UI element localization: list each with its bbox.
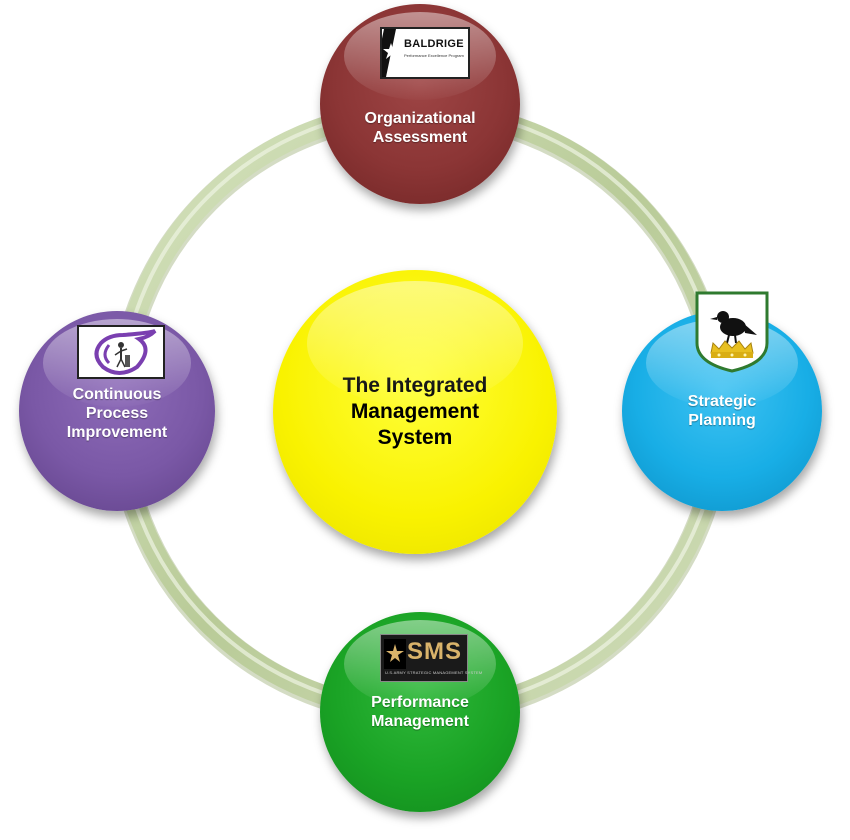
crest-logo xyxy=(695,291,769,373)
improvement-label: Continuous Process Improvement xyxy=(66,385,168,441)
sms-logo-subtext: U.S.ARMY STRATEGIC MANAGEMENT SYSTEM xyxy=(385,670,483,675)
worker-figure-icon xyxy=(114,342,130,368)
performance-label: Performance Management xyxy=(371,694,469,730)
baldrige-logo-subtext: Performance Excellence Program xyxy=(404,53,464,58)
sms-logo: SMS U.S.ARMY STRATEGIC MANAGEMENT SYSTEM xyxy=(380,634,482,682)
cpi-swirl-icon xyxy=(94,329,157,375)
center-node: The Integrated Management System xyxy=(273,270,557,554)
baldrige-star-icon xyxy=(382,29,399,77)
army-star-icon xyxy=(384,639,406,669)
cpi-logo xyxy=(77,325,165,379)
center-title: The Integrated Management System xyxy=(342,374,488,449)
raven-icon xyxy=(710,311,757,344)
crown-icon xyxy=(710,340,754,358)
planning-label: Strategic Planning xyxy=(687,393,757,429)
assessment-label: Organizational Assessment xyxy=(364,110,476,146)
baldrige-logo: BALDRIGE Performance Excellence Program xyxy=(380,27,470,79)
sms-logo-text: SMS xyxy=(407,638,463,665)
baldrige-logo-text: BALDRIGE xyxy=(404,38,464,50)
